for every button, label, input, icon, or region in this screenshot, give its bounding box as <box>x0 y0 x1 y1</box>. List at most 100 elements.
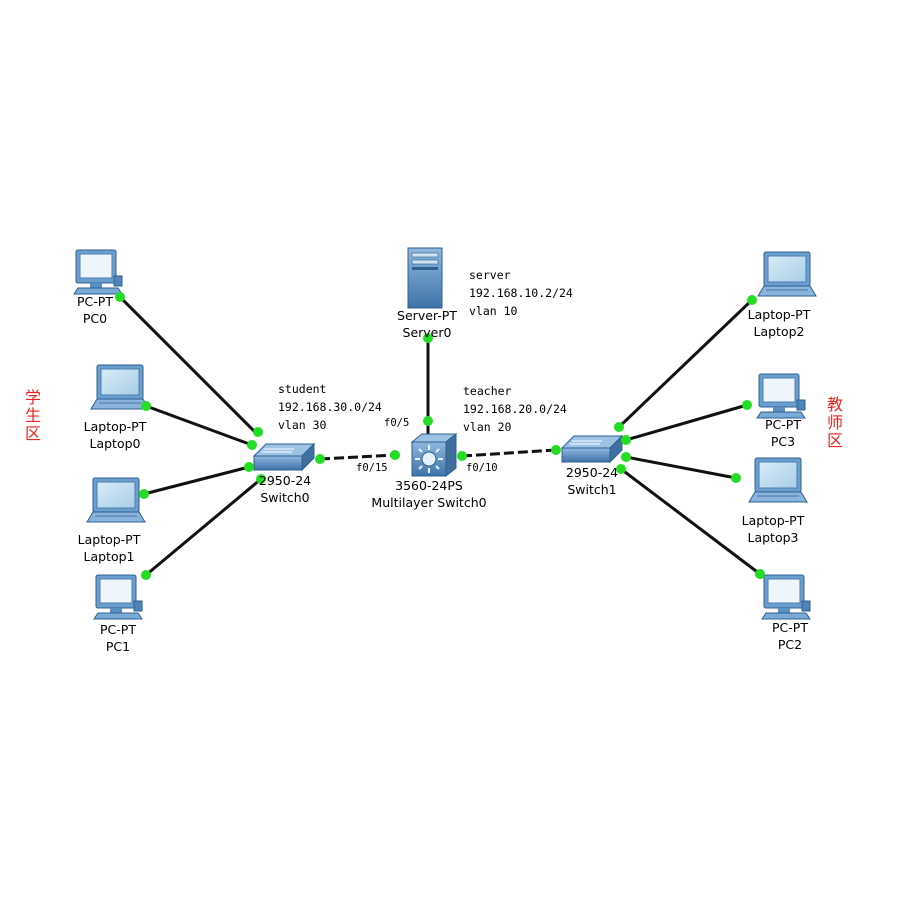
device-name: Laptop3 <box>747 530 799 545</box>
pc-icon[interactable] <box>756 373 806 419</box>
device-model: 2950-24 <box>258 473 312 488</box>
link-pc0-switch0[interactable] <box>118 295 260 437</box>
laptop-icon[interactable] <box>757 251 817 297</box>
port-label-f0-15: f0/15 <box>356 462 388 474</box>
port-dot <box>390 450 400 460</box>
laptop1-label: Laptop-PT Laptop1 <box>78 531 141 565</box>
server-icon[interactable] <box>407 247 443 309</box>
mls0-label: 3560-24PS Multilayer Switch0 <box>371 477 486 511</box>
device-name: PC2 <box>777 637 803 652</box>
port-label-f0-5: f0/5 <box>384 417 410 429</box>
note-line: vlan 20 <box>463 420 512 434</box>
link-switch1-laptop3[interactable] <box>625 455 737 480</box>
port-dot <box>731 473 741 483</box>
port-dot <box>621 452 631 462</box>
device-name: PC1 <box>105 639 131 654</box>
link-switch0-mls0[interactable] <box>319 453 396 461</box>
pc-icon[interactable] <box>73 249 123 295</box>
laptop0-label: Laptop-PT Laptop0 <box>84 418 147 452</box>
device-name: Laptop2 <box>753 324 805 339</box>
pc-icon[interactable] <box>93 574 143 620</box>
device-model: PC-PT <box>765 417 801 432</box>
link-switch1-pc3[interactable] <box>625 403 748 442</box>
port-dot <box>457 451 467 461</box>
port-dot <box>423 333 433 343</box>
port-dot <box>755 569 765 579</box>
port-dot <box>141 401 151 411</box>
port-dot <box>141 570 151 580</box>
student-note: student 192.168.30.0/24 vlan 30 <box>278 380 382 434</box>
port-dot <box>244 462 254 472</box>
device-name: Laptop0 <box>89 436 141 451</box>
device-model: PC-PT <box>772 620 808 635</box>
port-dot <box>616 464 626 474</box>
server0-label: Server-PT Server0 <box>397 307 457 341</box>
device-model: PC-PT <box>77 294 113 309</box>
link-switch1-laptop2[interactable] <box>617 298 754 429</box>
link-pc1-switch0[interactable] <box>145 477 262 577</box>
note-line: 192.168.30.0/24 <box>278 400 382 414</box>
pc1-label: PC-PT PC1 <box>100 621 136 655</box>
note-line: 192.168.20.0/24 <box>463 402 567 416</box>
port-dot <box>256 474 266 484</box>
device-model: Laptop-PT <box>747 307 811 322</box>
devices <box>73 247 817 620</box>
port-dot <box>747 295 757 305</box>
port-dot <box>139 489 149 499</box>
laptop2-label: Laptop-PT Laptop2 <box>748 306 811 340</box>
note-line: vlan 30 <box>278 418 327 432</box>
port-dot <box>621 435 631 445</box>
laptop-icon[interactable] <box>90 364 150 410</box>
link-mls0-switch1[interactable] <box>461 448 557 458</box>
teacher-note: teacher 192.168.20.0/24 vlan 20 <box>463 382 567 436</box>
port-dot <box>115 292 125 302</box>
link-switch1-pc2[interactable] <box>620 467 761 576</box>
device-name: PC0 <box>82 311 108 326</box>
note-line: student <box>278 382 327 396</box>
port-dot <box>423 416 433 426</box>
switch1-label: 2950-24 Switch1 <box>566 464 618 498</box>
pc-icon[interactable] <box>761 574 811 620</box>
device-model: Server-PT <box>397 308 457 323</box>
port-dot <box>247 440 257 450</box>
port-dot <box>742 400 752 410</box>
multilayer-switch-icon[interactable] <box>411 433 457 477</box>
pc2-label: PC-PT PC2 <box>772 619 808 653</box>
laptop3-label: Laptop-PT Laptop3 <box>742 512 805 546</box>
device-name: Switch1 <box>567 482 617 497</box>
device-name: Switch0 <box>260 490 310 505</box>
device-model: 2950-24 <box>565 465 619 480</box>
device-name: PC3 <box>770 434 796 449</box>
note-line: teacher <box>463 384 512 398</box>
device-model: Laptop-PT <box>77 532 141 547</box>
server-note: server 192.168.10.2/24 vlan 10 <box>469 266 573 320</box>
device-model: Laptop-PT <box>83 419 147 434</box>
student-zone-label: 学生区 <box>24 388 41 443</box>
pc3-label: PC-PT PC3 <box>765 416 801 450</box>
port-dot <box>614 422 624 432</box>
note-line: server <box>469 268 511 282</box>
switch-icon[interactable] <box>561 435 623 463</box>
port-indicators <box>115 292 765 580</box>
device-name: Laptop1 <box>83 549 135 564</box>
port-dot <box>551 445 561 455</box>
device-model: 3560-24PS <box>395 478 463 493</box>
device-model: PC-PT <box>100 622 136 637</box>
switch-icon[interactable] <box>253 443 315 471</box>
note-line: 192.168.10.2/24 <box>469 286 573 300</box>
device-name: Multilayer Switch0 <box>371 495 487 510</box>
device-model: Laptop-PT <box>741 513 805 528</box>
port-dot <box>315 454 325 464</box>
port-dot <box>253 427 263 437</box>
device-name: Server0 <box>402 325 452 340</box>
teacher-zone-label: 教师区 <box>826 395 843 450</box>
port-label-f0-10: f0/10 <box>466 462 498 474</box>
note-line: vlan 10 <box>469 304 518 318</box>
laptop-icon[interactable] <box>748 457 808 503</box>
link-laptop0-switch0[interactable] <box>145 404 253 447</box>
link-laptop1-switch0[interactable] <box>143 465 250 496</box>
pc0-label: PC-PT PC0 <box>77 293 113 327</box>
switch0-label: 2950-24 Switch0 <box>259 472 311 506</box>
laptop-icon[interactable] <box>86 477 146 523</box>
